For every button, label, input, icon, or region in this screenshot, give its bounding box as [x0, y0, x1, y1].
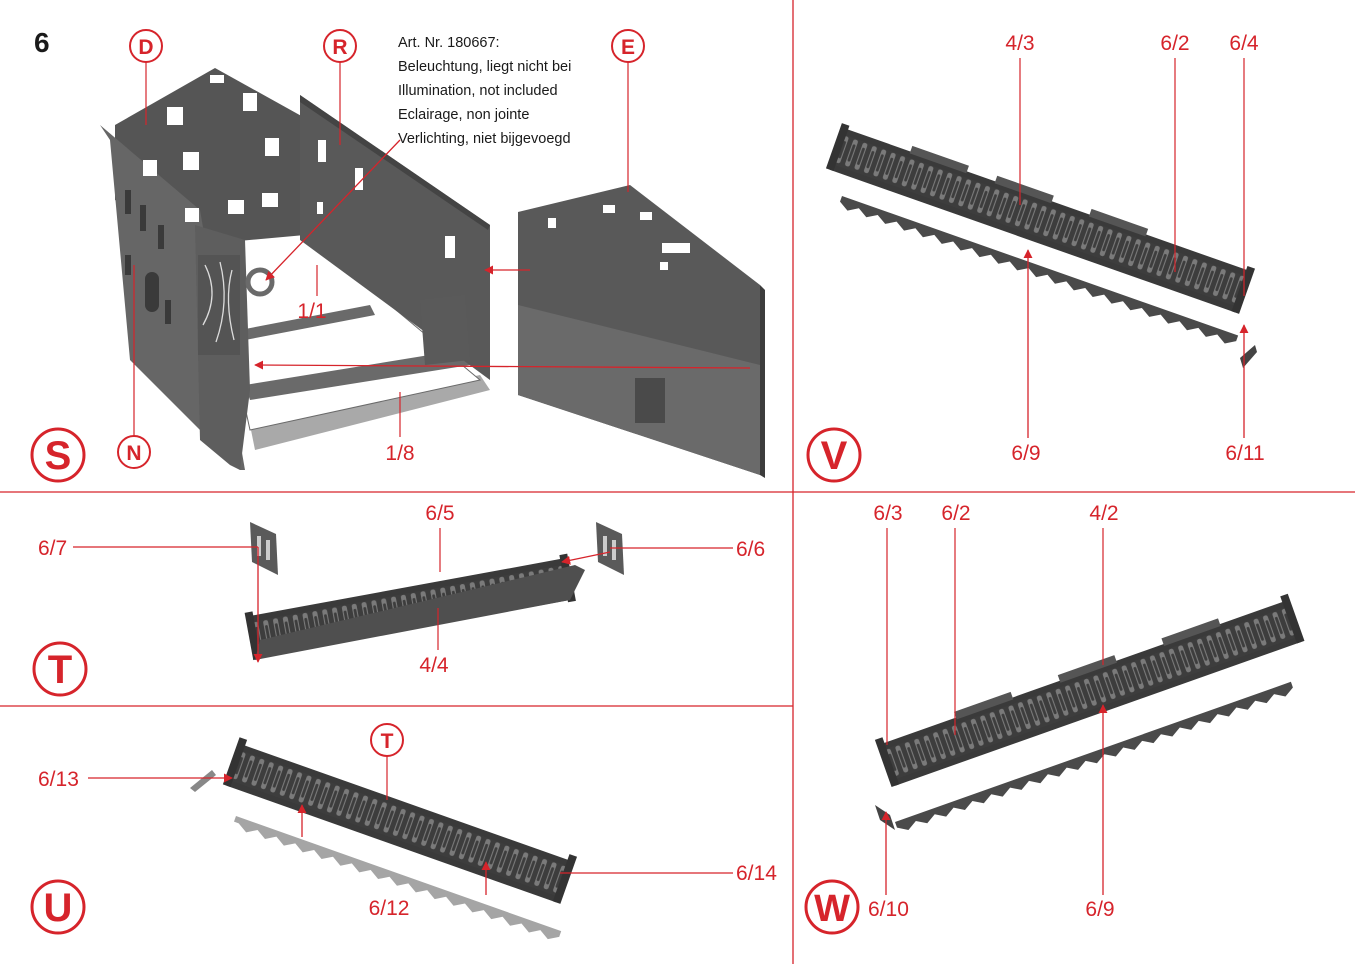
panel-letter-v: V [808, 429, 860, 481]
panel-t: 6/5 6/7 6/6 4/4 T [34, 502, 765, 695]
label-6-12: 6/12 [369, 897, 410, 920]
label-6-2-w: 6/2 [941, 502, 970, 525]
label-6-11: 6/11 [1225, 442, 1264, 465]
label-4-2: 4/2 [1089, 502, 1118, 525]
panel-s: 6 [32, 27, 765, 481]
label-6-7: 6/7 [38, 537, 67, 560]
label-6-9-v: 6/9 [1011, 442, 1040, 465]
svg-text:Verlichting, niet bijgevoegd: Verlichting, niet bijgevoegd [398, 131, 571, 147]
svg-text:Beleuchtung, liegt nicht bei: Beleuchtung, liegt nicht bei [398, 59, 571, 75]
label-1-8: 1/8 [385, 442, 414, 465]
label-6-4: 6/4 [1229, 32, 1259, 55]
label-6-2-v: 6/2 [1160, 32, 1189, 55]
label-6-5: 6/5 [425, 502, 454, 525]
svg-text:Eclairage, non jointe: Eclairage, non jointe [398, 107, 529, 123]
svg-text:T: T [48, 648, 72, 692]
svg-text:E: E [621, 36, 635, 59]
svg-text:N: N [126, 442, 141, 465]
label-4-4: 4/4 [419, 654, 449, 677]
panel-letter-u: U [32, 881, 84, 933]
svg-text:Illumination, not included: Illumination, not included [398, 83, 558, 99]
panel-u: T 6/13 6/14 6/12 U [32, 724, 777, 942]
label-1-1: 1/1 [297, 300, 326, 323]
label-6-14: 6/14 [736, 862, 777, 885]
callout-e: E [612, 30, 644, 192]
svg-text:U: U [44, 886, 73, 930]
panel-letter-t: T [34, 643, 86, 695]
svg-text:Art. Nr. 180667:: Art. Nr. 180667: [398, 35, 500, 51]
svg-text:D: D [138, 36, 153, 59]
panel-letter-w: W [806, 881, 858, 933]
label-6-6: 6/6 [736, 538, 765, 561]
svg-text:S: S [45, 434, 72, 478]
label-6-9-w: 6/9 [1085, 898, 1114, 921]
svg-text:V: V [821, 434, 848, 478]
illumination-note: Art. Nr. 180667: Beleuchtung, liegt nich… [398, 35, 571, 147]
end-piece-6-10 [875, 805, 895, 830]
end-piece-6-13 [190, 770, 216, 792]
svg-text:W: W [814, 888, 850, 930]
panel-v: 4/3 6/2 6/4 6/9 6/11 V [808, 32, 1265, 481]
step-number: 6 [34, 27, 50, 58]
panel-w: 6/3 6/2 4/2 6/10 6/9 W [806, 502, 1304, 933]
label-6-13: 6/13 [38, 768, 79, 791]
svg-text:R: R [332, 36, 347, 59]
callout-t: T [371, 724, 403, 800]
svg-text:T: T [381, 730, 394, 753]
label-4-3: 4/3 [1005, 32, 1034, 55]
label-6-3: 6/3 [873, 502, 902, 525]
label-6-10: 6/10 [868, 898, 909, 921]
railing-end-piece [1240, 345, 1257, 368]
house-walls-illustration [100, 68, 490, 470]
panel-letter-s: S [32, 429, 84, 481]
side-piece-6-7 [250, 522, 278, 575]
gable-wall-e-illustration [518, 185, 765, 478]
